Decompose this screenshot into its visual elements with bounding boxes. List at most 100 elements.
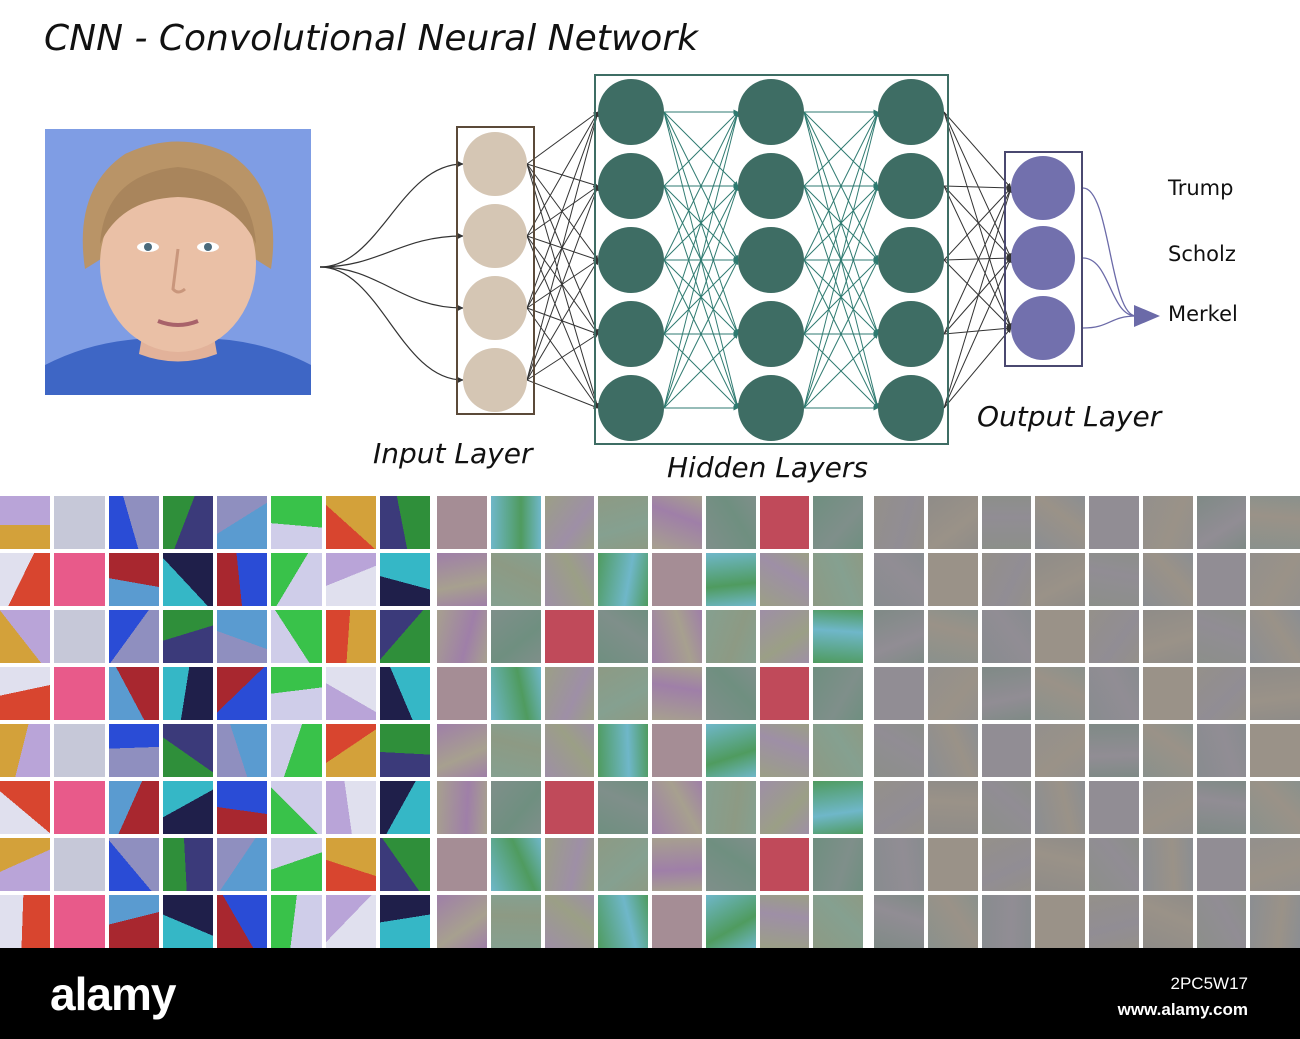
network-edge (526, 379, 599, 409)
feature-tile (981, 496, 1032, 549)
feature-tile (1089, 667, 1139, 720)
network-edge (526, 111, 599, 165)
input-node (463, 132, 527, 196)
network-edge (943, 187, 1012, 261)
feature-tile (1142, 610, 1193, 663)
feature-tile (1250, 895, 1300, 948)
feature-tile (981, 724, 1032, 777)
diagram-title: CNN - Convolutional Neural Network (44, 18, 698, 59)
network-edge (663, 111, 739, 335)
output-node (1011, 156, 1075, 220)
input-node (463, 204, 527, 268)
feature-tile (759, 781, 810, 834)
hidden-node (878, 227, 944, 293)
feature-tile (162, 781, 213, 834)
feature-tile (379, 610, 430, 663)
feature-tile (437, 496, 487, 549)
feature-tile (1142, 553, 1193, 606)
feature-tile (379, 781, 430, 834)
feature-tile (490, 724, 541, 777)
footer-bar: alamy 2PC5W17 www.alamy.com (0, 948, 1300, 1039)
feature-tile (490, 781, 541, 834)
feature-tile (437, 667, 487, 720)
feature-tile (271, 838, 322, 891)
feature-tile (162, 496, 213, 549)
feature-tile (598, 496, 648, 549)
feature-tile (325, 610, 376, 663)
feature-tile (813, 667, 863, 720)
feature-tile (598, 838, 648, 891)
feature-tile (217, 496, 268, 549)
feature-tile (325, 724, 376, 777)
image-id: 2PC5W17 (1170, 974, 1248, 993)
feature-tile (1142, 496, 1193, 549)
feature-tile (1196, 724, 1247, 777)
feature-tile (759, 838, 810, 891)
feature-tile (54, 553, 105, 606)
feature-tile (1142, 667, 1193, 720)
feature-tile (108, 895, 159, 948)
feature-tile (379, 895, 430, 948)
feature-tile (981, 553, 1032, 606)
feature-tile (490, 496, 541, 549)
network-edge (526, 111, 599, 309)
input-edge (319, 266, 464, 383)
network-edge (526, 307, 599, 335)
feature-tile (1142, 781, 1193, 834)
feature-tile (1089, 724, 1139, 777)
feature-tile (1035, 667, 1085, 720)
feature-tile (759, 724, 810, 777)
portrait-jacket (45, 338, 311, 395)
feature-tile (598, 724, 648, 777)
hidden-node (878, 301, 944, 367)
feature-tile (544, 496, 595, 549)
feature-tile (325, 838, 376, 891)
feature-tile (108, 496, 159, 549)
feature-tile (379, 724, 430, 777)
portrait-face (100, 176, 256, 352)
feature-tile (325, 667, 376, 720)
feature-tile (54, 724, 105, 777)
hidden-node (738, 375, 804, 441)
feature-tile (813, 895, 863, 948)
network-edge (526, 185, 599, 381)
network-edge (943, 187, 1013, 409)
network-edge (526, 163, 599, 335)
hidden-layers-box (594, 74, 949, 445)
feature-tile (0, 496, 51, 549)
feature-tile (217, 724, 268, 777)
feature-tile (652, 553, 702, 606)
feature-tile (108, 553, 159, 606)
feature-tile (0, 895, 51, 948)
feature-grid-layer-2 (437, 496, 863, 948)
feature-tile (652, 781, 702, 834)
feature-tile (437, 553, 487, 606)
input-layer-label: Input Layer (373, 437, 533, 470)
network-edge (943, 111, 1012, 259)
input-edge (319, 161, 464, 268)
feature-tile (927, 496, 978, 549)
feature-tile (217, 610, 268, 663)
feature-tile (759, 496, 810, 549)
network-nodes (463, 79, 1075, 441)
network-edge (663, 185, 739, 409)
feature-tile (1142, 895, 1193, 948)
hidden-node (738, 227, 804, 293)
feature-tile (108, 781, 159, 834)
feature-tile (927, 610, 978, 663)
feature-tile (437, 724, 487, 777)
feature-tile (874, 895, 924, 948)
feature-tile (598, 553, 648, 606)
feature-tile (652, 667, 702, 720)
feature-tile (1250, 667, 1300, 720)
feature-tile (108, 610, 159, 663)
hidden-node (598, 227, 664, 293)
output-curve (1082, 315, 1137, 329)
output-layer-box (1004, 151, 1083, 367)
hidden-node (598, 375, 664, 441)
feature-tile (1089, 781, 1139, 834)
feature-tile (544, 724, 595, 777)
feature-tile (271, 724, 322, 777)
network-edge (943, 255, 1012, 261)
feature-tile (271, 895, 322, 948)
